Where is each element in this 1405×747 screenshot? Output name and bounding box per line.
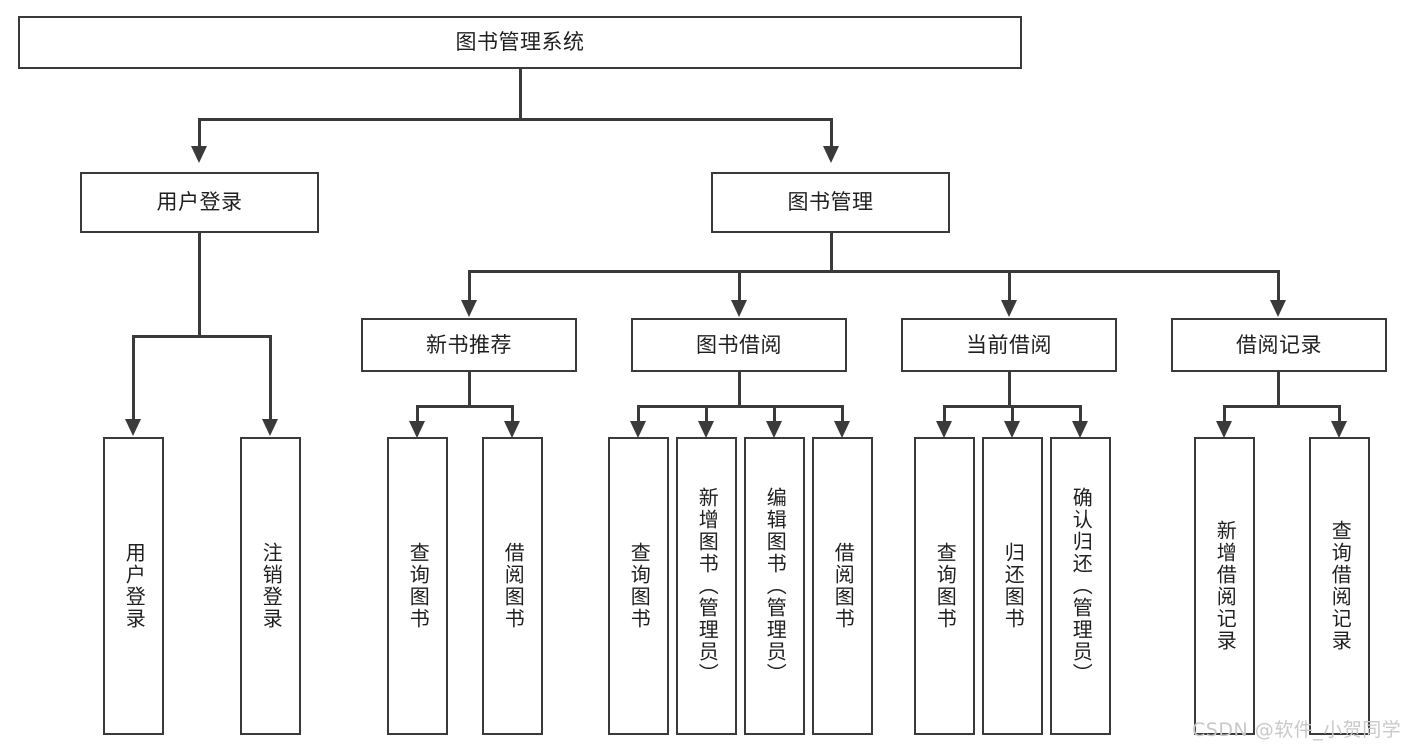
connector-to-borrow-record bbox=[1277, 270, 1280, 300]
arrowhead-user-login-child-2 bbox=[262, 419, 278, 436]
arrowhead-current-borrow-child-3 bbox=[1072, 421, 1088, 438]
connector-current-borrow-stem bbox=[1008, 372, 1011, 405]
watermark-text: CSDN @软件_小贺同学 bbox=[1192, 719, 1402, 741]
arrowhead-current-borrow-child-2 bbox=[1004, 421, 1020, 438]
node-new-book-recommend[interactable]: 新书推荐 bbox=[361, 318, 577, 372]
node-label: 新增借阅记录 bbox=[1213, 520, 1238, 652]
node-leaf-logout[interactable]: 注销登录 bbox=[240, 437, 301, 735]
arrowhead-current-borrow-child-1 bbox=[936, 421, 952, 438]
node-label: 当前借阅 bbox=[966, 332, 1052, 357]
arrowhead-user-login bbox=[191, 146, 207, 163]
node-leaf-return-book[interactable]: 归还图书 bbox=[982, 437, 1043, 735]
arrowhead-borrow-record bbox=[1270, 300, 1286, 317]
node-label: 注销登录 bbox=[259, 542, 284, 630]
node-leaf-edit-book[interactable]: 编辑图书（管理员） bbox=[744, 437, 805, 735]
arrowhead-book-manage bbox=[823, 146, 839, 163]
connector-book-manage-stem bbox=[830, 233, 833, 270]
connector-borrow-record-stem bbox=[1277, 372, 1280, 405]
connector-book-borrow-child-3 bbox=[773, 405, 776, 421]
connector-new-book-child-2 bbox=[511, 405, 514, 421]
node-leaf-query-book-recommend[interactable]: 查询图书 bbox=[387, 437, 448, 735]
connector-new-book-stem bbox=[468, 372, 471, 405]
arrowhead-new-book-child-2 bbox=[504, 421, 520, 438]
node-label: 新增图书（管理员） bbox=[695, 487, 720, 685]
connector-new-book-bus bbox=[417, 405, 513, 408]
connector-current-borrow-child-3 bbox=[1079, 405, 1082, 421]
arrowhead-user-login-child-1 bbox=[125, 419, 141, 436]
connector-user-login-stem bbox=[198, 233, 201, 335]
connector-to-user-login bbox=[198, 118, 201, 146]
node-label: 用户登录 bbox=[122, 542, 147, 630]
connector-book-borrow-child-4 bbox=[841, 405, 844, 421]
connector-user-login-child-2 bbox=[269, 335, 272, 419]
connector-borrow-record-child-1 bbox=[1223, 405, 1226, 421]
arrowhead-book-borrow-child-4 bbox=[834, 421, 850, 438]
node-label: 新书推荐 bbox=[426, 332, 512, 357]
arrowhead-borrow-record-child-1 bbox=[1216, 421, 1232, 438]
node-leaf-query-borrow-record[interactable]: 查询借阅记录 bbox=[1309, 437, 1370, 735]
connector-borrow-record-bus bbox=[1224, 405, 1340, 408]
node-book-borrow[interactable]: 图书借阅 bbox=[631, 318, 847, 372]
node-book-manage[interactable]: 图书管理 bbox=[711, 172, 950, 233]
node-label: 借阅图书 bbox=[831, 542, 856, 630]
arrowhead-book-borrow-child-1 bbox=[630, 421, 646, 438]
connector-level1-bus bbox=[199, 118, 833, 121]
connector-to-book-manage bbox=[830, 118, 833, 146]
connector-new-book-child-1 bbox=[416, 405, 419, 421]
node-label: 查询借阅记录 bbox=[1328, 520, 1353, 652]
node-leaf-add-borrow-record[interactable]: 新增借阅记录 bbox=[1194, 437, 1255, 735]
node-leaf-query-book-current[interactable]: 查询图书 bbox=[914, 437, 975, 735]
connector-current-borrow-child-1 bbox=[943, 405, 946, 421]
connector-to-book-borrow bbox=[738, 270, 741, 300]
connector-user-login-bus bbox=[133, 335, 271, 338]
connector-book-borrow-child-2 bbox=[705, 405, 708, 421]
connector-book-borrow-bus bbox=[638, 405, 843, 408]
node-label: 借阅图书 bbox=[501, 542, 526, 630]
node-label: 借阅记录 bbox=[1236, 332, 1322, 357]
arrowhead-new-book-child-1 bbox=[409, 421, 425, 438]
node-leaf-confirm-return[interactable]: 确认归还（管理员） bbox=[1050, 437, 1111, 735]
node-label: 查询图书 bbox=[627, 542, 652, 630]
arrowhead-current-borrow bbox=[1001, 300, 1017, 317]
node-label: 查询图书 bbox=[406, 542, 431, 630]
node-leaf-user-login[interactable]: 用户登录 bbox=[103, 437, 164, 735]
node-label: 查询图书 bbox=[933, 542, 958, 630]
connector-book-borrow-stem bbox=[738, 372, 741, 405]
node-current-borrow[interactable]: 当前借阅 bbox=[901, 318, 1117, 372]
arrowhead-book-borrow-child-3 bbox=[766, 421, 782, 438]
node-leaf-query-book-borrow[interactable]: 查询图书 bbox=[608, 437, 669, 735]
node-label: 编辑图书（管理员） bbox=[763, 487, 788, 685]
node-label: 图书管理 bbox=[787, 190, 874, 215]
connector-level2-bus bbox=[469, 270, 1278, 273]
node-leaf-borrow-book-recommend[interactable]: 借阅图书 bbox=[482, 437, 543, 735]
node-label: 确认归还（管理员） bbox=[1069, 487, 1094, 685]
connector-current-borrow-child-2 bbox=[1011, 405, 1014, 421]
connector-book-borrow-child-1 bbox=[637, 405, 640, 421]
connector-user-login-child-1 bbox=[132, 335, 135, 419]
connector-to-current-borrow bbox=[1008, 270, 1011, 300]
node-label: 图书管理系统 bbox=[455, 30, 585, 55]
node-label: 用户登录 bbox=[156, 190, 243, 215]
connector-root-stem bbox=[519, 69, 522, 118]
connector-to-new-book bbox=[468, 270, 471, 300]
node-label: 归还图书 bbox=[1001, 542, 1026, 630]
arrowhead-borrow-record-child-2 bbox=[1331, 421, 1347, 438]
arrowhead-new-book bbox=[461, 300, 477, 317]
node-user-login[interactable]: 用户登录 bbox=[80, 172, 319, 233]
arrowhead-book-borrow-child-2 bbox=[698, 421, 714, 438]
node-borrow-record[interactable]: 借阅记录 bbox=[1171, 318, 1387, 372]
connector-borrow-record-child-2 bbox=[1338, 405, 1341, 421]
node-root-system[interactable]: 图书管理系统 bbox=[18, 16, 1022, 69]
node-label: 图书借阅 bbox=[696, 332, 782, 357]
node-leaf-borrow-book[interactable]: 借阅图书 bbox=[812, 437, 873, 735]
arrowhead-book-borrow bbox=[731, 300, 747, 317]
node-leaf-add-book[interactable]: 新增图书（管理员） bbox=[676, 437, 737, 735]
